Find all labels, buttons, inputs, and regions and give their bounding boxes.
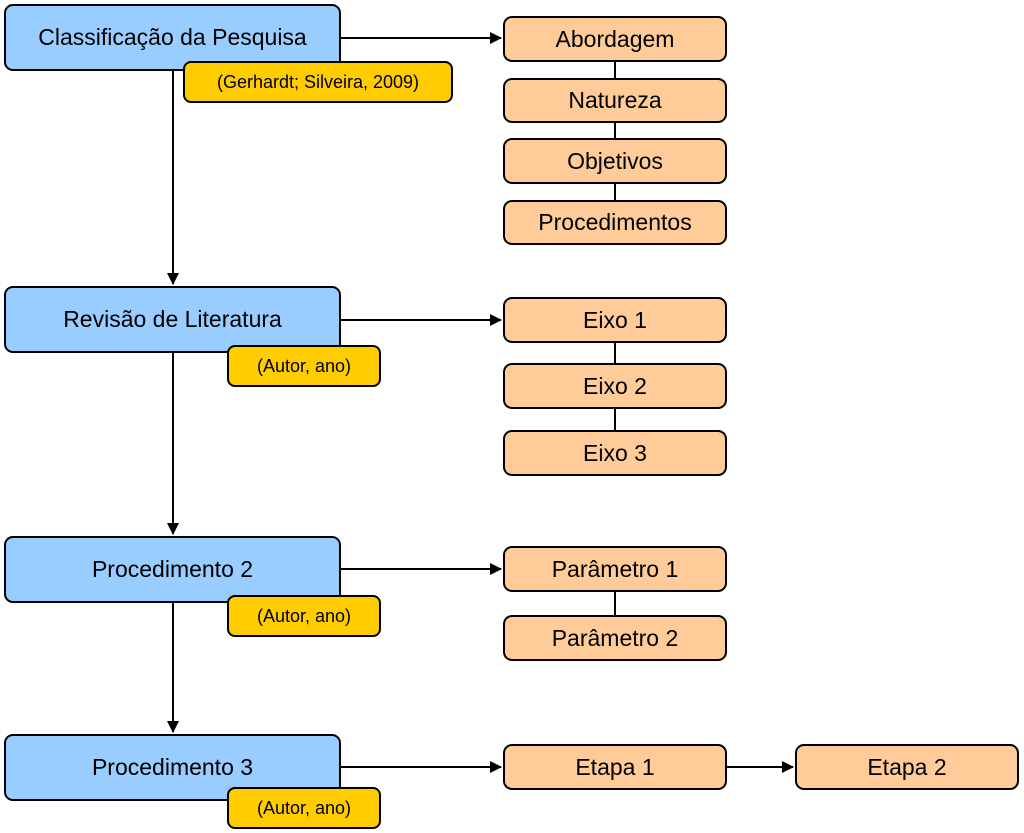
sub-box-procedimentos: Procedimentos (503, 200, 727, 245)
sub-box-natureza: Natureza (503, 78, 727, 123)
sub-box-etapa-1: Etapa 1 (503, 744, 727, 790)
sub-box-eixo-2: Eixo 2 (503, 363, 727, 409)
citation-badge-classificacao: (Gerhardt; Silveira, 2009) (183, 61, 453, 103)
sub-box-objetivos: Objetivos (503, 138, 727, 184)
sub-box-eixo-1: Eixo 1 (503, 297, 727, 343)
sub-box-etapa-2: Etapa 2 (795, 744, 1019, 790)
citation-badge-revisao: (Autor, ano) (227, 345, 381, 387)
citation-badge-procedimento-3: (Autor, ano) (227, 787, 381, 829)
main-box-procedimento-2: Procedimento 2 (4, 536, 341, 603)
sub-box-parametro-1: Parâmetro 1 (503, 546, 727, 592)
main-box-classificacao-da-pesquisa: Classificação da Pesquisa (4, 4, 341, 71)
sub-box-eixo-3: Eixo 3 (503, 430, 727, 476)
sub-box-parametro-2: Parâmetro 2 (503, 615, 727, 661)
citation-badge-procedimento-2: (Autor, ano) (227, 595, 381, 637)
main-box-revisao-de-literatura: Revisão de Literatura (4, 286, 341, 353)
sub-box-abordagem: Abordagem (503, 16, 727, 62)
